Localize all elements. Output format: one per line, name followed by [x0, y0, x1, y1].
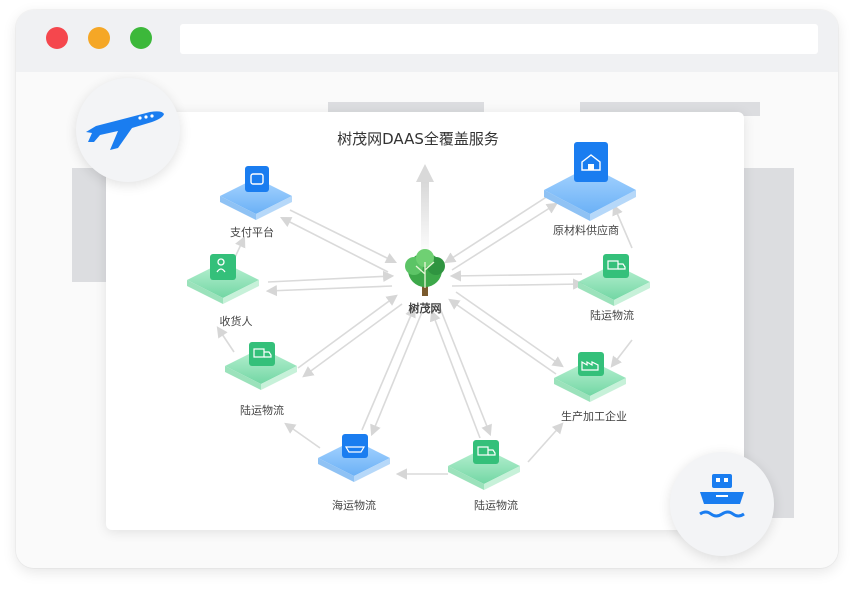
up-arrow-shaft — [421, 182, 429, 256]
minimize-button[interactable] — [88, 27, 110, 49]
truck-icon — [249, 342, 275, 366]
node-label-consignee: 收货人 — [219, 315, 253, 328]
node-land-left[interactable] — [225, 342, 297, 390]
person-icon — [210, 254, 236, 280]
node-label-land-bottom: 陆运物流 — [474, 499, 518, 512]
airplane-icon — [86, 111, 164, 150]
node-label-land-right: 陆运物流 — [590, 309, 634, 322]
node-label-factory: 生产加工企业 — [561, 410, 627, 423]
node-consignee[interactable] — [187, 254, 259, 304]
node-sea[interactable] — [318, 434, 390, 482]
node-label-sea: 海运物流 — [332, 499, 376, 512]
node-label-payment: 支付平台 — [230, 226, 274, 239]
close-button[interactable] — [46, 27, 68, 49]
ship-icon — [699, 474, 745, 518]
warehouse-icon — [574, 142, 608, 182]
title-bar — [16, 10, 838, 72]
truck-icon — [473, 440, 499, 464]
node-land-right[interactable] — [578, 254, 650, 306]
ship-icon — [342, 434, 368, 458]
connectors — [216, 195, 633, 480]
node-land-bottom[interactable] — [448, 440, 520, 490]
node-factory[interactable] — [554, 352, 626, 402]
node-payment[interactable] — [220, 166, 292, 220]
up-arrow-head — [416, 164, 434, 182]
placeholder-block — [72, 168, 112, 282]
tree-logo-icon — [405, 249, 445, 296]
center-label: 树茂网 — [408, 302, 442, 315]
wallet-icon — [245, 166, 269, 192]
node-label-supplier: 原材料供应商 — [553, 224, 619, 237]
node-supplier[interactable] — [544, 142, 636, 221]
address-bar[interactable] — [180, 24, 818, 54]
node-label-land-left: 陆运物流 — [240, 404, 284, 417]
maximize-button[interactable] — [130, 27, 152, 49]
truck-icon — [603, 254, 629, 278]
diagram-title: 树茂网DAAS全覆盖服务 — [337, 130, 499, 148]
